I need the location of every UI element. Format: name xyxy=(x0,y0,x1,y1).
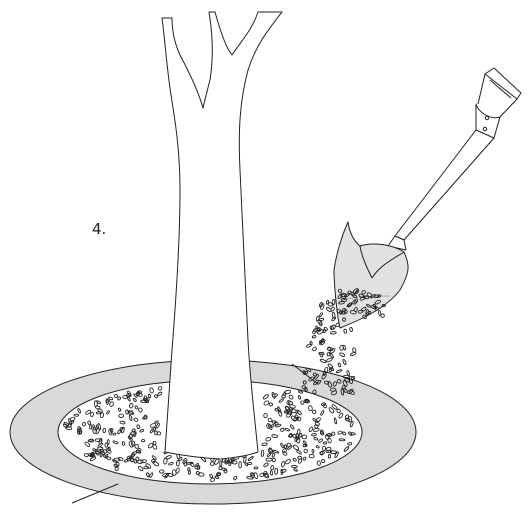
gravel-pebble xyxy=(312,335,316,338)
gravel-pebble xyxy=(339,352,345,357)
gravel-pebble xyxy=(326,357,333,362)
gravel-pebble xyxy=(330,331,336,334)
gravel-pebble xyxy=(344,329,347,333)
gravel-pebble xyxy=(342,359,346,365)
gravel-pebble xyxy=(378,310,381,316)
step-number: 4. xyxy=(92,220,106,238)
gravel-pebble xyxy=(349,327,352,332)
gravel-pebble xyxy=(312,346,317,351)
gravel-pebble xyxy=(319,312,323,317)
gravel-pebble xyxy=(336,369,342,373)
gravel-pebble xyxy=(327,353,330,357)
gravel-pebble xyxy=(330,306,335,311)
gravel-pebble xyxy=(350,352,356,357)
gravel-pebble xyxy=(310,341,313,345)
gravel-pebble xyxy=(337,363,341,367)
gravel-pebble xyxy=(323,327,328,332)
shovel-icon xyxy=(334,68,521,328)
gravel-pebble xyxy=(320,359,327,364)
